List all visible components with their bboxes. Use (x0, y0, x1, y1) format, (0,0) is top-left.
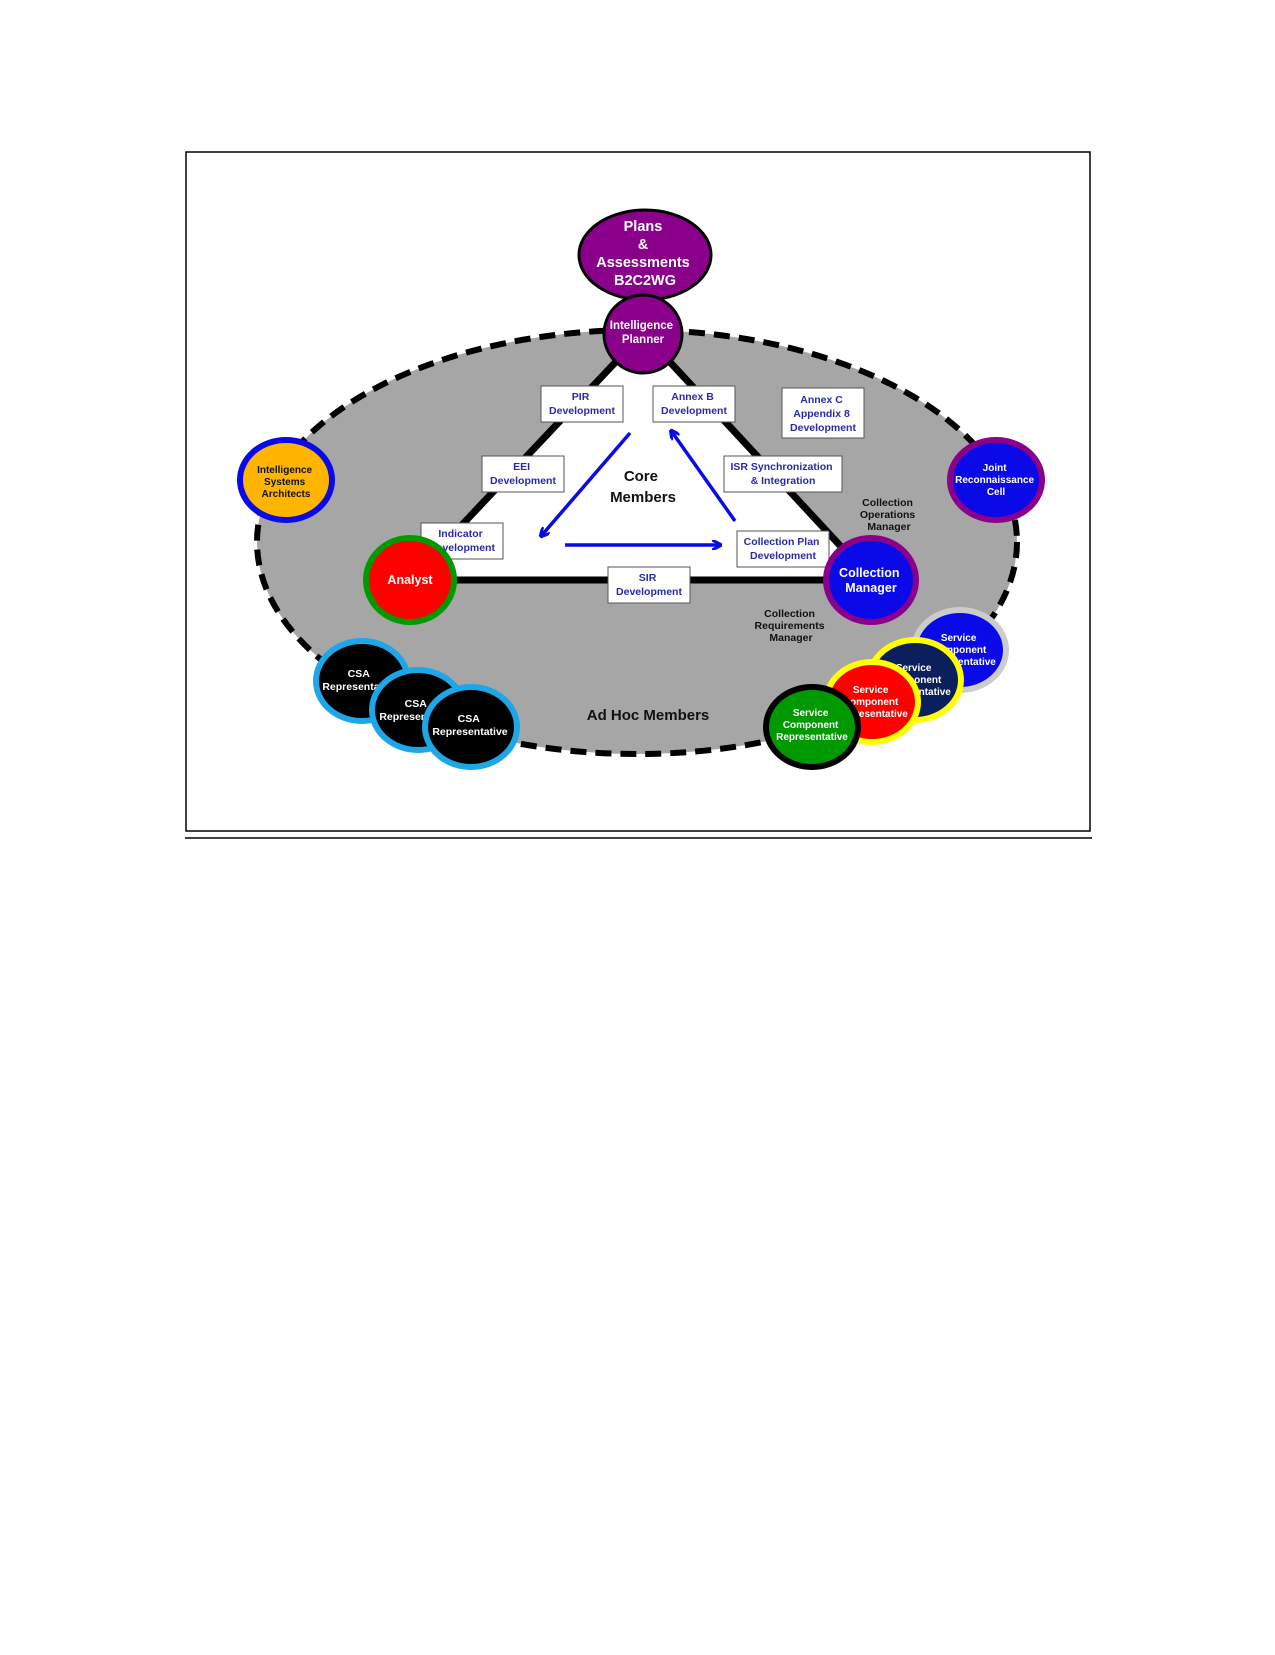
scr3-line-2: Component (843, 697, 899, 708)
isa-line-1: Intelligence (257, 465, 312, 476)
csa2-line-1: CSA (405, 698, 428, 710)
sir-line-1: SIR (639, 572, 657, 584)
core-line-2: Members (610, 489, 676, 506)
svg-text:Annex C Appendix 8: Annex C Appendix 8 Development (790, 394, 856, 434)
svg-text:Collection Manager: Collection Manager (839, 566, 903, 595)
annex-b-line-1: Annex B (671, 391, 714, 403)
scr4-line-2: Component (783, 720, 839, 731)
csa3-line-1: CSA (458, 713, 481, 725)
csa3-line-2: Representative (432, 726, 507, 738)
plans-line-1: Plans (624, 219, 663, 235)
crm-line-3: Manager (769, 632, 812, 644)
scr4-line-3: Representative (776, 732, 848, 743)
svg-text:Intelligence Systems: Intelligence Systems Architects (257, 465, 315, 500)
node-intelligence-systems-architects: Intelligence Systems Architects (237, 437, 335, 523)
svg-text:Service Component: Service Component Representative (776, 708, 848, 743)
isr-line-1: ISR Synchronization (730, 461, 832, 473)
node-collection-manager: Collection Manager (823, 535, 919, 625)
jrc-line-1: Joint (983, 463, 1008, 474)
node-service-component-representative-4: Service Component Representative (763, 684, 861, 770)
box-collection-plan-development: Collection Plan Development (736, 530, 830, 568)
arrow-collection-to-annex-b (672, 432, 737, 523)
svg-text:Joint Reconnaissance: Joint Reconnaissance Cell (955, 463, 1037, 498)
svg-text:Annex B Development: Annex B Development (661, 391, 727, 417)
scr1-line-3: Representative (924, 657, 996, 668)
jrc-line-3: Cell (987, 487, 1006, 498)
box-sir-development: SIR Development (607, 566, 691, 604)
scr2-line-1: Service (896, 663, 932, 674)
analyst-line-1: Analyst (387, 573, 433, 587)
scr3-line-3: Representative (836, 709, 908, 720)
com-line-3: Manager (867, 521, 910, 533)
com-line-2: Operations (860, 509, 916, 521)
ad-hoc-members-label: Ad Hoc Members (587, 707, 710, 724)
crm-line-2: Requirements (755, 620, 825, 632)
box-indicator-development: Indicator Development (420, 522, 504, 560)
core-line-1: Core (624, 468, 658, 485)
svg-text:Service Component: Service Component Representative (836, 685, 908, 720)
isa-line-2: Systems (264, 477, 306, 488)
collection-plan-line-1: Collection Plan (744, 536, 820, 548)
svg-text:Service Component: Service Component Representative (924, 633, 996, 668)
scr4-line-1: Service (793, 708, 829, 719)
csa1-line-1: CSA (348, 668, 371, 680)
indicator-line-1: Indicator (438, 528, 482, 540)
pir-line-2: Development (549, 405, 615, 417)
svg-text:Intelligence Planner: Intelligence Planner (610, 320, 676, 346)
collection-manager-line-1: Collection (839, 566, 899, 580)
core-members-label: Core Members (610, 468, 676, 506)
isr-line-2: & Integration (751, 475, 816, 487)
collection-requirements-manager-label: Collection Requirements Manager (755, 608, 828, 644)
node-csa-representative-3: CSA Representative (422, 684, 520, 770)
collection-manager-line-2: Manager (845, 581, 897, 595)
node-intelligence-planner: Intelligence Planner (602, 293, 684, 375)
svg-text:CSA Representative: CSA Representative (432, 713, 507, 738)
annex-c-line-2: Appendix 8 (793, 408, 850, 420)
crm-line-1: Collection (764, 608, 815, 620)
box-annex-b-development: Annex B Development (652, 385, 736, 423)
collection-plan-line-2: Development (750, 550, 816, 562)
node-analyst: Analyst (363, 535, 457, 625)
svg-text:PIR Development: PIR Development (549, 391, 615, 417)
isa-line-3: Architects (262, 489, 311, 500)
plans-line-3: Assessments (596, 255, 690, 271)
eei-line-1: EEI (513, 461, 530, 473)
scr3-line-1: Service (853, 685, 889, 696)
svg-text:Plans & Assessment: Plans & Assessments B2C2WG (596, 219, 694, 289)
box-annex-c-development: Annex C Appendix 8 Development (781, 387, 865, 439)
plans-line-4: B2C2WG (614, 273, 676, 289)
box-isr-synchronization: ISR Synchronization & Integration (723, 455, 843, 493)
jrc-line-2: Reconnaissance (955, 475, 1034, 486)
svg-text:EEI Development: EEI Development (490, 461, 556, 487)
svg-text:Collection Plan Developm: Collection Plan Development (744, 536, 823, 562)
node-plans-assessments: Plans & Assessments B2C2WG (577, 208, 713, 302)
node-joint-reconnaissance-cell: Joint Reconnaissance Cell (947, 437, 1045, 523)
arrow-pir-to-analyst (542, 431, 632, 535)
intel-planner-line-1: Intelligence (610, 320, 673, 332)
annex-c-line-3: Development (790, 422, 856, 434)
svg-text:ISR Synchronization & In: ISR Synchronization & Integration (730, 461, 835, 487)
eei-line-2: Development (490, 475, 556, 487)
annex-b-line-2: Development (661, 405, 727, 417)
svg-text:SIR Development: SIR Development (616, 572, 682, 598)
sir-line-2: Development (616, 586, 682, 598)
com-line-1: Collection (862, 497, 913, 509)
scr1-line-1: Service (941, 633, 977, 644)
collection-operations-manager-label: Collection Operations Manager (860, 497, 918, 533)
annex-c-line-1: Annex C (800, 394, 843, 406)
intel-planner-line-2: Planner (622, 334, 665, 346)
plans-line-2: & (638, 237, 649, 253)
box-eei-development: EEI Development (481, 455, 565, 493)
pir-line-1: PIR (572, 391, 590, 403)
scr1-line-2: Component (931, 645, 987, 656)
box-pir-development: PIR Development (540, 385, 624, 423)
